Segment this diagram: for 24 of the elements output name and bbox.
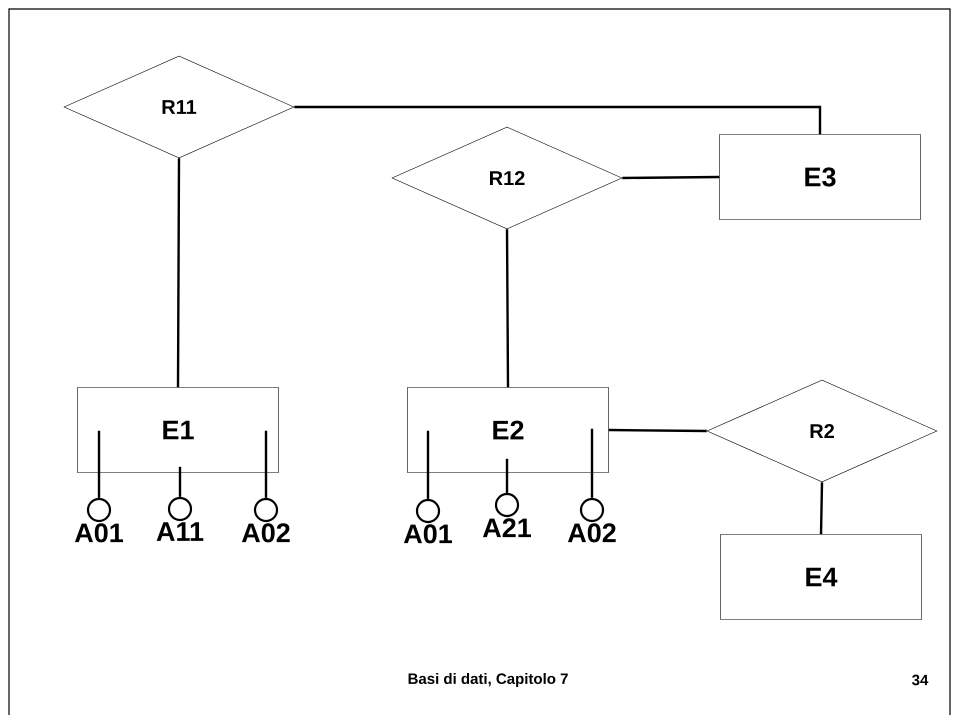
connector-line <box>426 430 430 499</box>
entity-box: E3 <box>719 134 921 220</box>
connector-line <box>294 106 822 134</box>
connector-line <box>98 430 100 498</box>
connector-line <box>622 176 720 180</box>
node-label: A01 <box>404 524 452 544</box>
connector-line <box>506 458 508 493</box>
node-label: A01 <box>74 523 124 542</box>
connector-line <box>608 428 707 432</box>
connector-line <box>820 482 824 534</box>
connector-line <box>264 430 268 498</box>
connector-line <box>590 428 594 498</box>
node-label: A02 <box>242 523 290 542</box>
node-label: A02 <box>568 523 616 542</box>
connector-line <box>506 229 510 388</box>
footer-text: Basi di dati, Capitolo 7 <box>408 673 568 687</box>
connector-line <box>178 466 182 497</box>
connector-line <box>176 158 180 388</box>
entity-box: E1 <box>77 387 279 473</box>
entity-box: E2 <box>407 387 609 473</box>
node-label: A11 <box>156 522 204 541</box>
page-number: 34 <box>912 674 928 686</box>
entity-box: E4 <box>720 534 922 620</box>
node-label: A21 <box>482 518 532 538</box>
